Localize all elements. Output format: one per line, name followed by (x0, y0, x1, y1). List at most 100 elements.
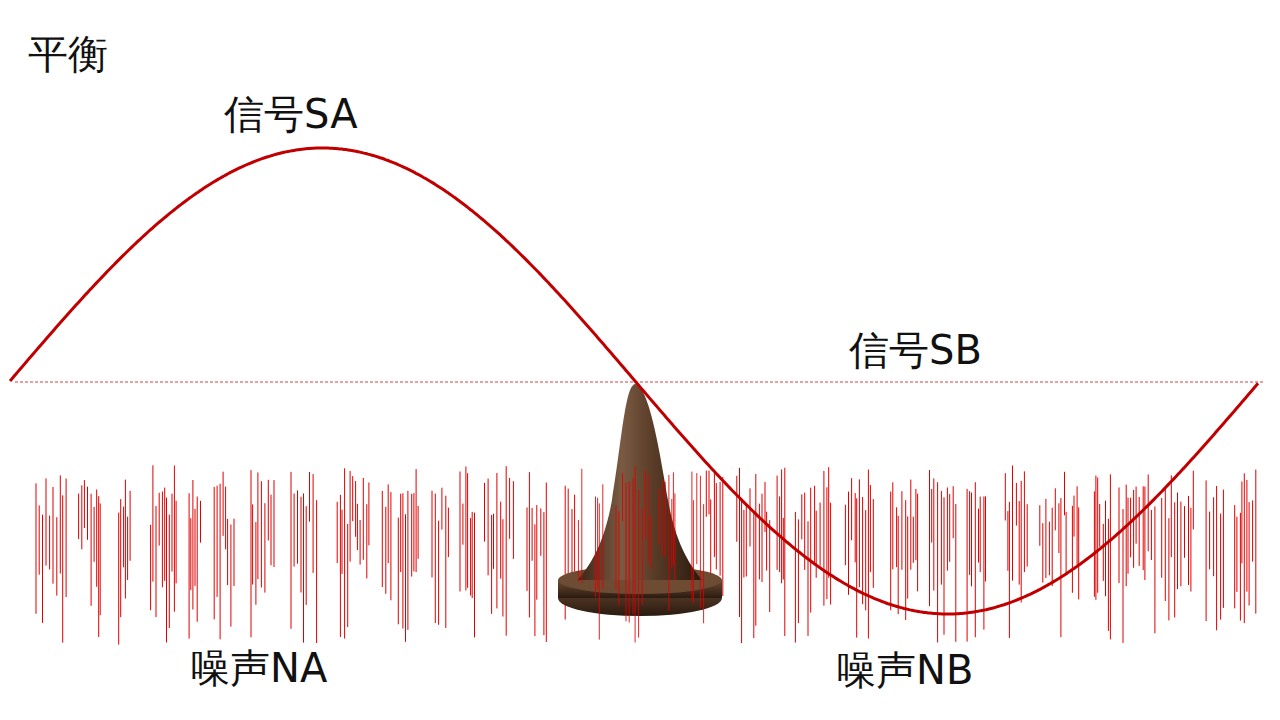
noise-spike (766, 512, 767, 571)
noise-spike (195, 509, 196, 586)
noise-spike (1213, 497, 1214, 576)
noise-spike (294, 494, 295, 567)
noise-spike (223, 472, 224, 536)
noise-spike (172, 494, 173, 572)
noise-spike (301, 497, 302, 593)
noise-spike (971, 493, 972, 587)
noise-spike (460, 472, 461, 592)
title-text: 平衡 (28, 32, 108, 76)
noise-spike (264, 503, 265, 592)
noise-spike (635, 467, 636, 643)
noise-spike (159, 493, 160, 546)
noise-spike (1103, 524, 1104, 581)
noise-spike (629, 482, 630, 623)
noise-spike (870, 485, 871, 572)
noise-spike (385, 507, 386, 594)
noise-spike (1126, 485, 1127, 587)
noise-spike (94, 507, 95, 562)
noise-spike (291, 472, 292, 629)
noise-spike (1024, 471, 1025, 572)
noise-spike (227, 519, 228, 585)
noise-spike (1039, 505, 1040, 546)
noise-spike (1045, 499, 1046, 578)
noise-spike (890, 492, 891, 611)
noise-spike (898, 516, 899, 614)
noise-spike (892, 482, 893, 569)
noise-spike (189, 493, 190, 638)
noise-spike (720, 482, 721, 576)
noise-spike (496, 473, 497, 608)
fulcrum (558, 384, 722, 616)
noise-spike (1095, 476, 1096, 600)
noise-spike (917, 494, 918, 592)
noise-spike (418, 506, 419, 559)
noise-spike (1168, 518, 1169, 620)
noise-spike (937, 482, 938, 642)
noise-label: 噪声NA (186, 646, 331, 690)
noise-spike (709, 471, 710, 515)
noise-spike (907, 516, 908, 598)
noise-spike (467, 473, 468, 588)
noise-spike (931, 489, 932, 543)
noise-spike (574, 495, 575, 572)
noise-spike (722, 477, 723, 596)
noise-spike (823, 471, 824, 606)
noise-spike (488, 479, 489, 576)
noise-spike (432, 491, 433, 578)
noise-spike (347, 524, 348, 627)
noise-spike (1066, 512, 1067, 573)
noise-spike (1055, 488, 1056, 530)
noise-spike (862, 497, 863, 604)
noise-spike (197, 497, 198, 622)
noise-trace-front (578, 467, 703, 643)
noise-spike (435, 494, 436, 623)
noise-spike (532, 508, 533, 561)
noise-spike (390, 492, 391, 600)
noise-spike (543, 512, 544, 635)
noise-spike (36, 483, 37, 614)
noise-spike (176, 501, 177, 584)
noise-spike (913, 517, 914, 563)
noise-spike (472, 512, 473, 598)
noise-spike (1060, 498, 1061, 637)
noise-spike (306, 506, 307, 605)
noise-spike (1249, 502, 1250, 605)
noise-spike (156, 506, 157, 617)
noise-spike (668, 475, 669, 611)
noise-spike (316, 500, 317, 643)
noise-spike (382, 491, 383, 587)
signal-wave (10, 148, 1258, 614)
noise-spike (448, 508, 449, 557)
noise-spike (230, 525, 231, 627)
noise-spike (534, 524, 535, 636)
noise-spike (1255, 470, 1256, 614)
noise-spike (252, 504, 253, 584)
noise-spike (500, 502, 501, 579)
noise-spike (255, 522, 256, 605)
noise-spike (801, 494, 802, 539)
noise-spike (1094, 491, 1095, 596)
noise-spike (400, 494, 401, 572)
noise-spike (1193, 471, 1194, 530)
noise-spike (174, 466, 175, 612)
noise-spike (297, 490, 298, 563)
noise-spike (363, 478, 364, 560)
noise-spike (130, 491, 131, 561)
noise-spike (599, 503, 600, 639)
noise-spike (1240, 513, 1241, 621)
noise-spike (696, 473, 697, 564)
noise-spike (274, 480, 275, 567)
noise-spike (506, 466, 507, 636)
noise-spike (855, 493, 856, 562)
noise-spike (856, 498, 857, 637)
noise-spike (741, 499, 742, 643)
noise-spike (985, 496, 986, 581)
noise-spike (474, 513, 475, 638)
noise-spike (1154, 506, 1155, 633)
noise-spike (441, 488, 442, 530)
noise-spike (896, 507, 897, 567)
noise-spike (1108, 519, 1109, 631)
noise-spike (491, 515, 492, 614)
noise-spike (169, 515, 170, 628)
noise-spike (251, 470, 252, 637)
